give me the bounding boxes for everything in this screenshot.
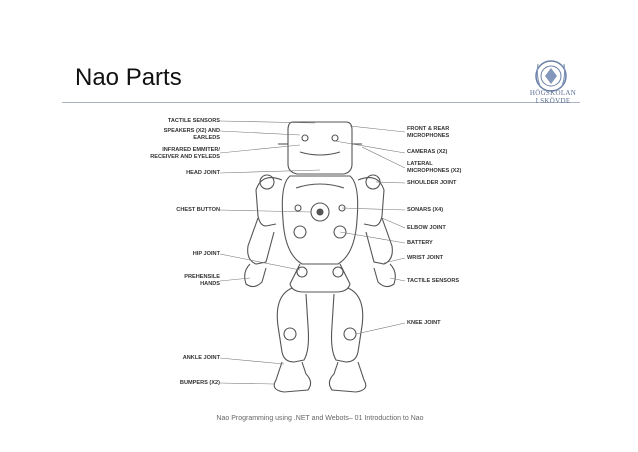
label-front-rear: FRONT & REAR — [407, 126, 450, 132]
university-crest-icon — [535, 60, 567, 92]
label-earleds: EARLEDS — [193, 135, 220, 141]
label-bumpers: BUMPERS (X2) — [179, 380, 220, 386]
left-hand — [244, 263, 267, 288]
logo-text-line1: HÖGSKOLAN — [529, 89, 577, 97]
label-shoulder-joint: SHOULDER JOINT — [407, 180, 457, 186]
robot-torso — [281, 175, 359, 265]
label-head-joint: HEAD JOINT — [186, 170, 220, 176]
label-microphones: MICROPHONES — [407, 133, 450, 139]
label-tactile-sensors-hand: TACTILE SENSORS — [407, 278, 460, 284]
label-wrist-joint: WRIST JOINT — [407, 255, 444, 261]
logo-text-line2: I SKÖVDE — [535, 97, 571, 105]
robot-head — [287, 121, 353, 175]
robot-diagram — [219, 120, 406, 393]
label-tactile-sensors-top: TACTILE SENSORS — [167, 118, 220, 124]
label-chest-button: CHEST BUTTON — [176, 207, 220, 213]
slide-title: Nao Parts — [75, 64, 182, 91]
label-speakers: SPEAKERS (X2) AND — [163, 128, 220, 134]
label-battery: BATTERY — [407, 240, 433, 246]
label-hands: HANDS — [200, 281, 220, 287]
label-lateral-microphones: MICROPHONES (X2) — [407, 168, 462, 174]
label-sonars: SONARS (X4) — [407, 207, 444, 213]
label-prehensile: PREHENSILE — [184, 274, 220, 280]
label-infrared-emitter: INFRARED EMMITER/ — [162, 147, 220, 153]
slide-footer: Nao Programming using .NET and Webots– 0… — [216, 415, 424, 422]
label-knee-joint: KNEE JOINT — [407, 320, 441, 326]
label-cameras: CAMERAS (X2) — [407, 149, 448, 155]
label-receiver-eyeleds: RECEIVER AND EYELEDS — [150, 154, 220, 160]
label-lateral: LATERAL — [407, 161, 433, 167]
label-hip-joint: HIP JOINT — [192, 251, 220, 257]
label-ankle-joint: ANKLE JOINT — [182, 355, 220, 361]
right-hand — [373, 263, 396, 288]
title-divider — [62, 102, 580, 103]
label-elbow-joint: ELBOW JOINT — [407, 225, 446, 231]
